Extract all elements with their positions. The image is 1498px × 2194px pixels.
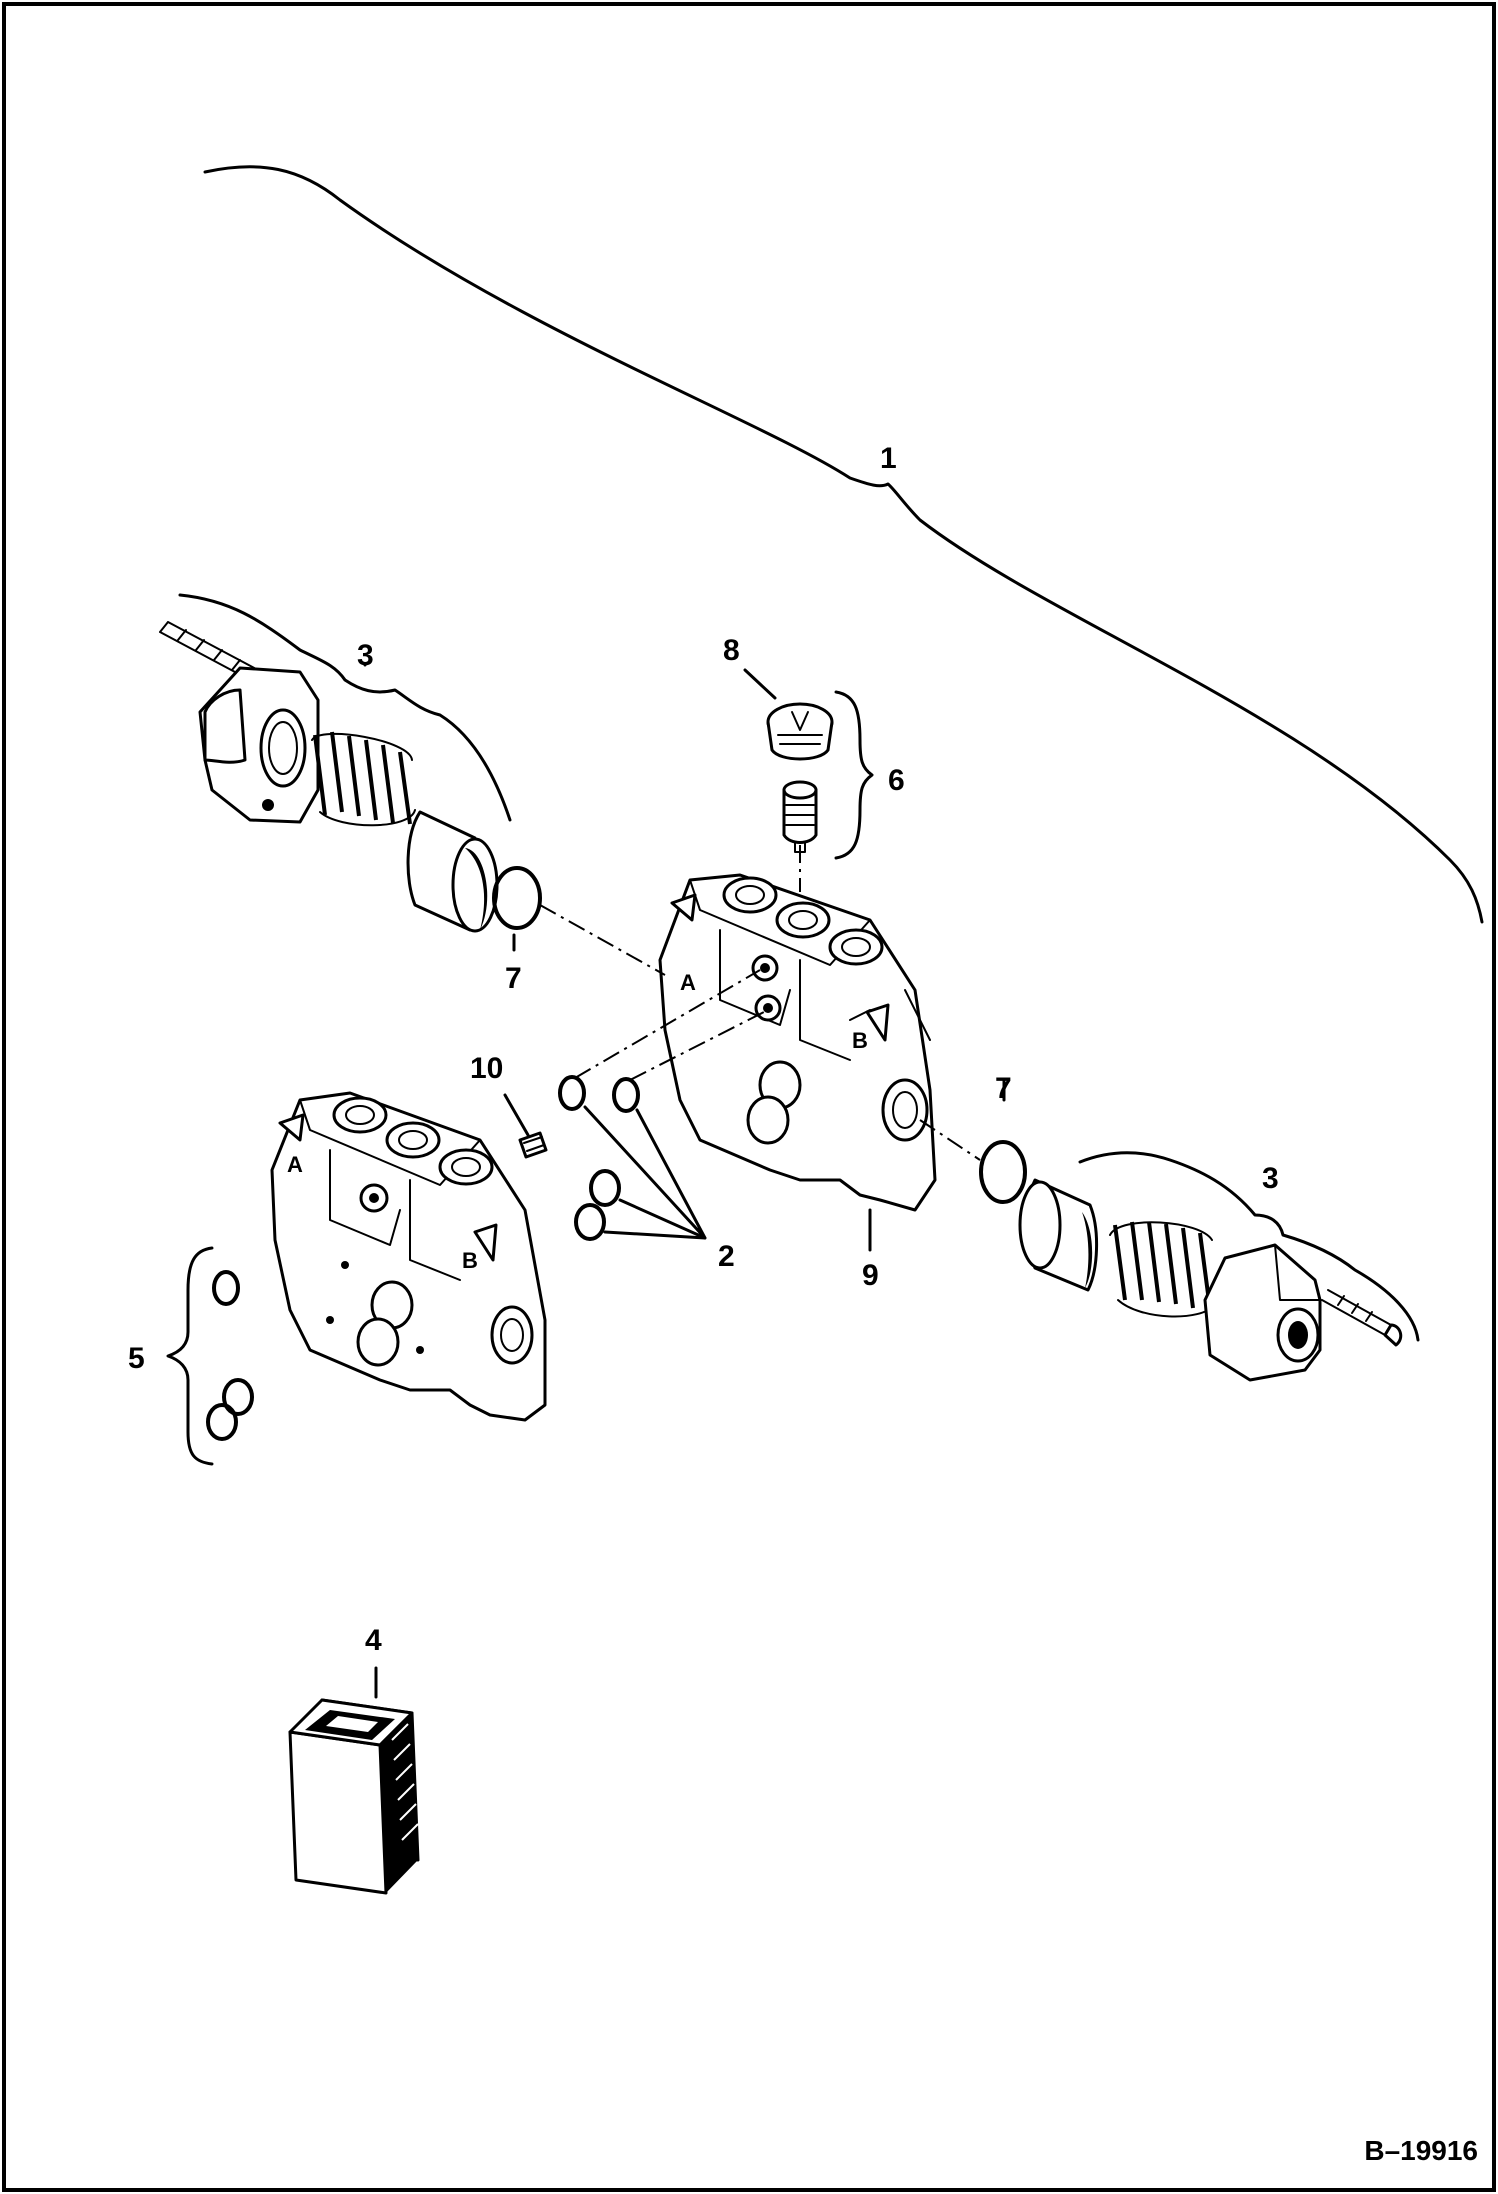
bracket-5 — [166, 1246, 214, 1466]
callout-2: 2 — [718, 1240, 735, 1273]
port-label-main-b: B — [852, 1028, 868, 1053]
drawing-reference-number: B–19916 — [1364, 2135, 1478, 2166]
relief-valve — [766, 702, 834, 853]
alignment-line-5 — [919, 1119, 981, 1161]
oring-5a — [212, 1270, 240, 1306]
oring-2a — [558, 1075, 586, 1111]
alignment-line-3 — [629, 1009, 769, 1081]
callout-7-right: 7 — [995, 1072, 1012, 1105]
callout-3-right: 3 — [1262, 1162, 1279, 1195]
spool-cap-left — [159, 593, 512, 933]
setscrew-10 — [518, 1131, 548, 1159]
leader-2 — [583, 1105, 707, 1240]
port-label-main-a: A — [680, 970, 696, 995]
bracket-6 — [834, 690, 874, 860]
callout-3-left: 3 — [357, 639, 374, 672]
callout-7-left: 7 — [505, 962, 522, 995]
oring-2c — [589, 1169, 621, 1207]
leader-10 — [503, 1093, 530, 1137]
assembly-bracket — [203, 165, 1484, 924]
alignment-line-1 — [539, 904, 666, 976]
oring-5c — [206, 1403, 238, 1441]
port-label-lower-b: B — [462, 1248, 478, 1273]
oring-2b — [612, 1077, 640, 1113]
oring-5b — [222, 1378, 254, 1416]
callout-9: 9 — [862, 1259, 879, 1292]
oring-7-right — [979, 1140, 1027, 1204]
callout-8: 8 — [723, 634, 740, 667]
port-label-lower-a: A — [287, 1152, 303, 1177]
spool-cap-right — [1018, 1151, 1420, 1382]
leader-8 — [743, 668, 777, 700]
oring-7-left — [492, 866, 542, 930]
callout-10: 10 — [470, 1052, 503, 1085]
callout-4: 4 — [365, 1624, 382, 1657]
callout-5: 5 — [128, 1342, 145, 1375]
callout-6: 6 — [888, 764, 905, 797]
oring-2d — [574, 1203, 606, 1241]
callout-1: 1 — [880, 442, 897, 475]
alignment-line-2 — [574, 969, 761, 1079]
part-4-box — [288, 1698, 420, 1895]
valve-section-lower — [270, 1091, 547, 1422]
valve-section-main — [658, 873, 937, 1212]
